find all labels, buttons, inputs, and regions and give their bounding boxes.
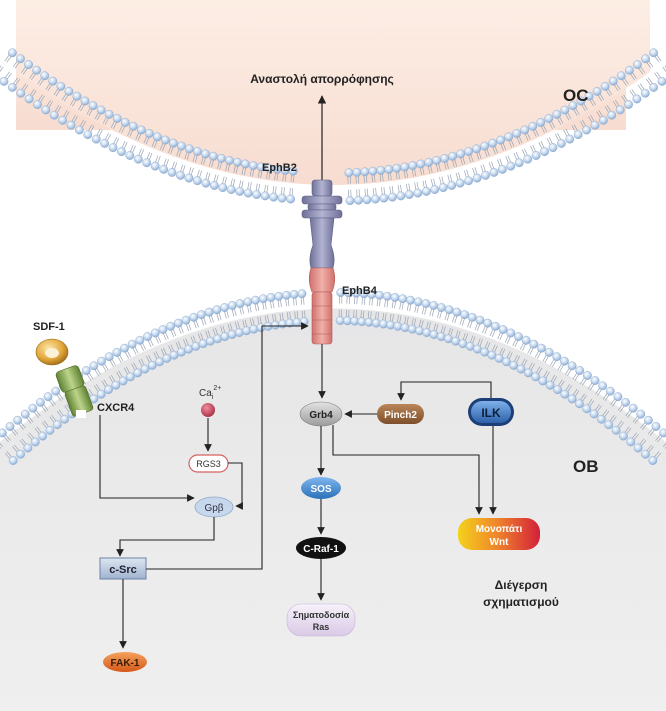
oc-cell-fill (16, 0, 650, 185)
ras-signaling-label-line2: Ras (313, 622, 330, 632)
resorption-inhibition-label: Αναστολή απορρόφησης (250, 72, 394, 86)
fak1-label: FAK-1 (111, 658, 140, 669)
wnt-pathway-node (458, 518, 540, 550)
arrow-ilk-to-pinch2 (397, 381, 492, 401)
formation-stimulation-line2: σχηματισμού (483, 595, 559, 609)
craf1-node (296, 537, 346, 559)
cxcr4-receptor (55, 365, 94, 418)
sdf1-ligand (35, 338, 69, 366)
ephb4-receptor (308, 267, 336, 345)
grb4-label: Grb4 (309, 410, 333, 421)
formation-stimulation-line1: Διέγερση (495, 578, 548, 592)
sdf1-label: SDF-1 (33, 321, 65, 333)
pinch2-label: Pinch2 (384, 410, 417, 421)
arrow-gpb-to-csrc (116, 517, 215, 557)
oc-membrane (0, 48, 666, 206)
wnt-pathway-label-line1: Μονοπάτι (476, 524, 523, 535)
calcium-ion (201, 403, 215, 417)
arrow-cxcr4-to-gpb (99, 415, 195, 502)
arrow-rgs3-to-gpb (228, 462, 243, 510)
rgs3-label: RGS3 (196, 459, 221, 469)
arrow-grb4-to-wnt (332, 425, 483, 515)
fak1-node (103, 652, 147, 672)
ob-cell-fill (0, 308, 666, 711)
ras-signaling-node (286, 603, 356, 637)
craf1-label: C-Raf-1 (303, 544, 339, 555)
oc-label: OC (563, 86, 589, 105)
wnt-pathway-label-line2: Wnt (490, 537, 510, 548)
ephb2-label: EphB2 (262, 162, 297, 174)
sos-node (301, 477, 341, 499)
calcium-label: Cai2+ (199, 385, 221, 401)
ob-label: OB (573, 457, 599, 476)
csrc-label: c-Src (109, 564, 137, 576)
cxcr4-label: CXCR4 (97, 402, 135, 414)
ras-signaling-label-line1: Σηματοδοσία (293, 610, 350, 620)
sos-label: SOS (310, 484, 331, 495)
arrow-csrc-to-ephb4 (146, 322, 309, 570)
ilk-label: ILK (481, 406, 501, 420)
ephb2-receptor (301, 179, 343, 269)
gpb-label: Gpβ (204, 503, 223, 514)
pinch2-node (377, 404, 424, 424)
ilk-node-inner (471, 401, 511, 423)
ephb4-label: EphB4 (342, 285, 378, 297)
